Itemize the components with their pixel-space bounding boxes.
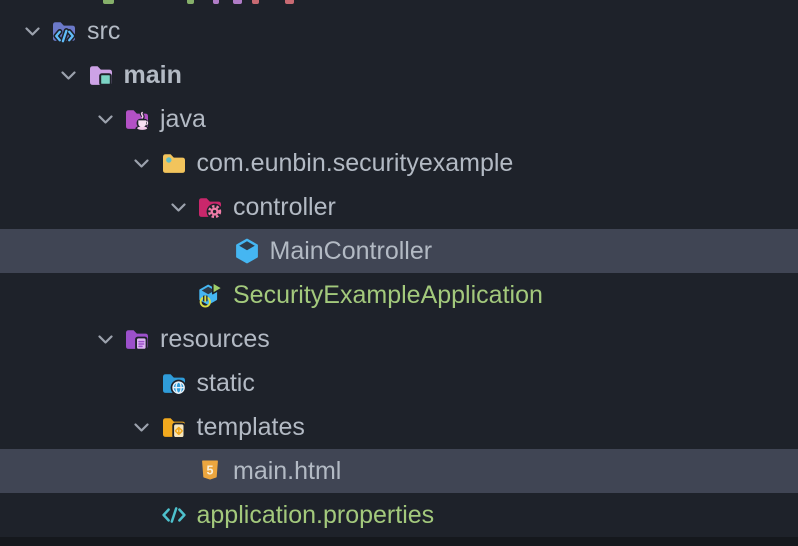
templates-folder-icon xyxy=(160,413,188,441)
tree-row[interactable]: resources xyxy=(0,317,798,361)
chevron-down-icon[interactable] xyxy=(51,70,87,80)
tree-row[interactable]: application.properties xyxy=(0,493,798,537)
tree-row[interactable]: templates xyxy=(0,405,798,449)
clipped-text-fragment xyxy=(213,0,219,4)
tree-item-label: static xyxy=(196,369,255,397)
resources-folder-icon xyxy=(123,325,151,353)
tree-item-label: templates xyxy=(196,413,305,441)
java-main-class-icon xyxy=(196,281,224,309)
tree-item-label: SecurityExampleApplication xyxy=(233,281,543,309)
tree-item-label: MainController xyxy=(269,237,433,265)
html-file-icon: 5 xyxy=(196,457,224,485)
package-folder-icon xyxy=(160,149,188,177)
main-sources-folder-icon xyxy=(87,61,115,89)
tree-row[interactable]: 5 main.html xyxy=(0,449,798,493)
tree-item-label: controller xyxy=(233,193,336,221)
properties-file-icon xyxy=(160,501,188,529)
chevron-down-icon[interactable] xyxy=(14,26,50,36)
chevron-down-icon[interactable] xyxy=(160,202,196,212)
tree-row[interactable]: java xyxy=(0,97,798,141)
chevron-down-icon[interactable] xyxy=(87,114,123,124)
tree-row[interactable]: src xyxy=(0,9,798,53)
tree-item-label: resources xyxy=(160,325,270,353)
java-class-icon xyxy=(233,237,261,265)
chevron-down-icon[interactable] xyxy=(87,334,123,344)
tree-row[interactable]: static xyxy=(0,361,798,405)
sources-root-folder-icon xyxy=(50,17,78,45)
clipped-text-fragment xyxy=(187,0,194,4)
controller-folder-icon xyxy=(196,193,224,221)
chevron-down-icon[interactable] xyxy=(124,422,160,432)
java-sources-folder-icon xyxy=(123,105,151,133)
tree-item-label: main xyxy=(123,61,182,89)
tree-row[interactable]: controller xyxy=(0,185,798,229)
tree-row[interactable]: main xyxy=(0,53,798,97)
svg-text:5: 5 xyxy=(207,464,214,478)
tree-row[interactable]: SecurityExampleApplication xyxy=(0,273,798,317)
web-folder-icon xyxy=(160,369,188,397)
tree-item-label: application.properties xyxy=(196,501,435,529)
panel-bottom-edge xyxy=(0,537,798,546)
tree-item-label: com.eunbin.securityexample xyxy=(196,149,514,177)
clipped-text-fragment xyxy=(233,0,242,4)
tree-row[interactable]: MainController xyxy=(0,229,798,273)
tree-item-label: main.html xyxy=(233,457,342,485)
tree-row[interactable]: com.eunbin.securityexample xyxy=(0,141,798,185)
tree-item-label: java xyxy=(160,105,206,133)
clipped-text-fragment xyxy=(252,0,259,4)
tree-item-label: src xyxy=(87,17,121,45)
clipped-row-remnant xyxy=(0,0,798,5)
clipped-text-fragment xyxy=(103,0,114,4)
clipped-text-fragment xyxy=(285,0,294,4)
chevron-down-icon[interactable] xyxy=(124,158,160,168)
